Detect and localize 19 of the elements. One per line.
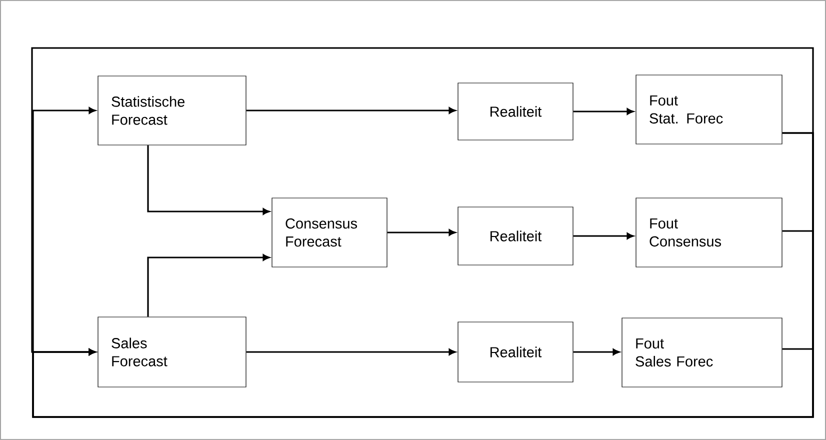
process-box: Realiteit <box>458 322 574 382</box>
process-box: Sales Forecast <box>98 316 246 388</box>
process-box: Consensus Forecast <box>272 198 388 268</box>
arrow <box>31 47 814 356</box>
arrow <box>573 232 634 240</box>
arrow <box>147 254 270 317</box>
process-box: Fout Consensus <box>636 198 782 268</box>
process-box: Realiteit <box>458 206 574 266</box>
arrow <box>32 230 814 418</box>
arrow <box>246 107 456 114</box>
arrow <box>147 145 270 215</box>
process-box: Fout Stat. Forec <box>636 74 782 144</box>
process-box: Fout Sales Forec <box>622 318 782 388</box>
arrow <box>573 348 620 356</box>
arrow <box>387 229 456 236</box>
process-box: Statistische Forecast <box>98 76 246 146</box>
process-box: Realiteit <box>458 82 574 140</box>
arrow <box>246 348 456 356</box>
arrow <box>573 108 634 115</box>
